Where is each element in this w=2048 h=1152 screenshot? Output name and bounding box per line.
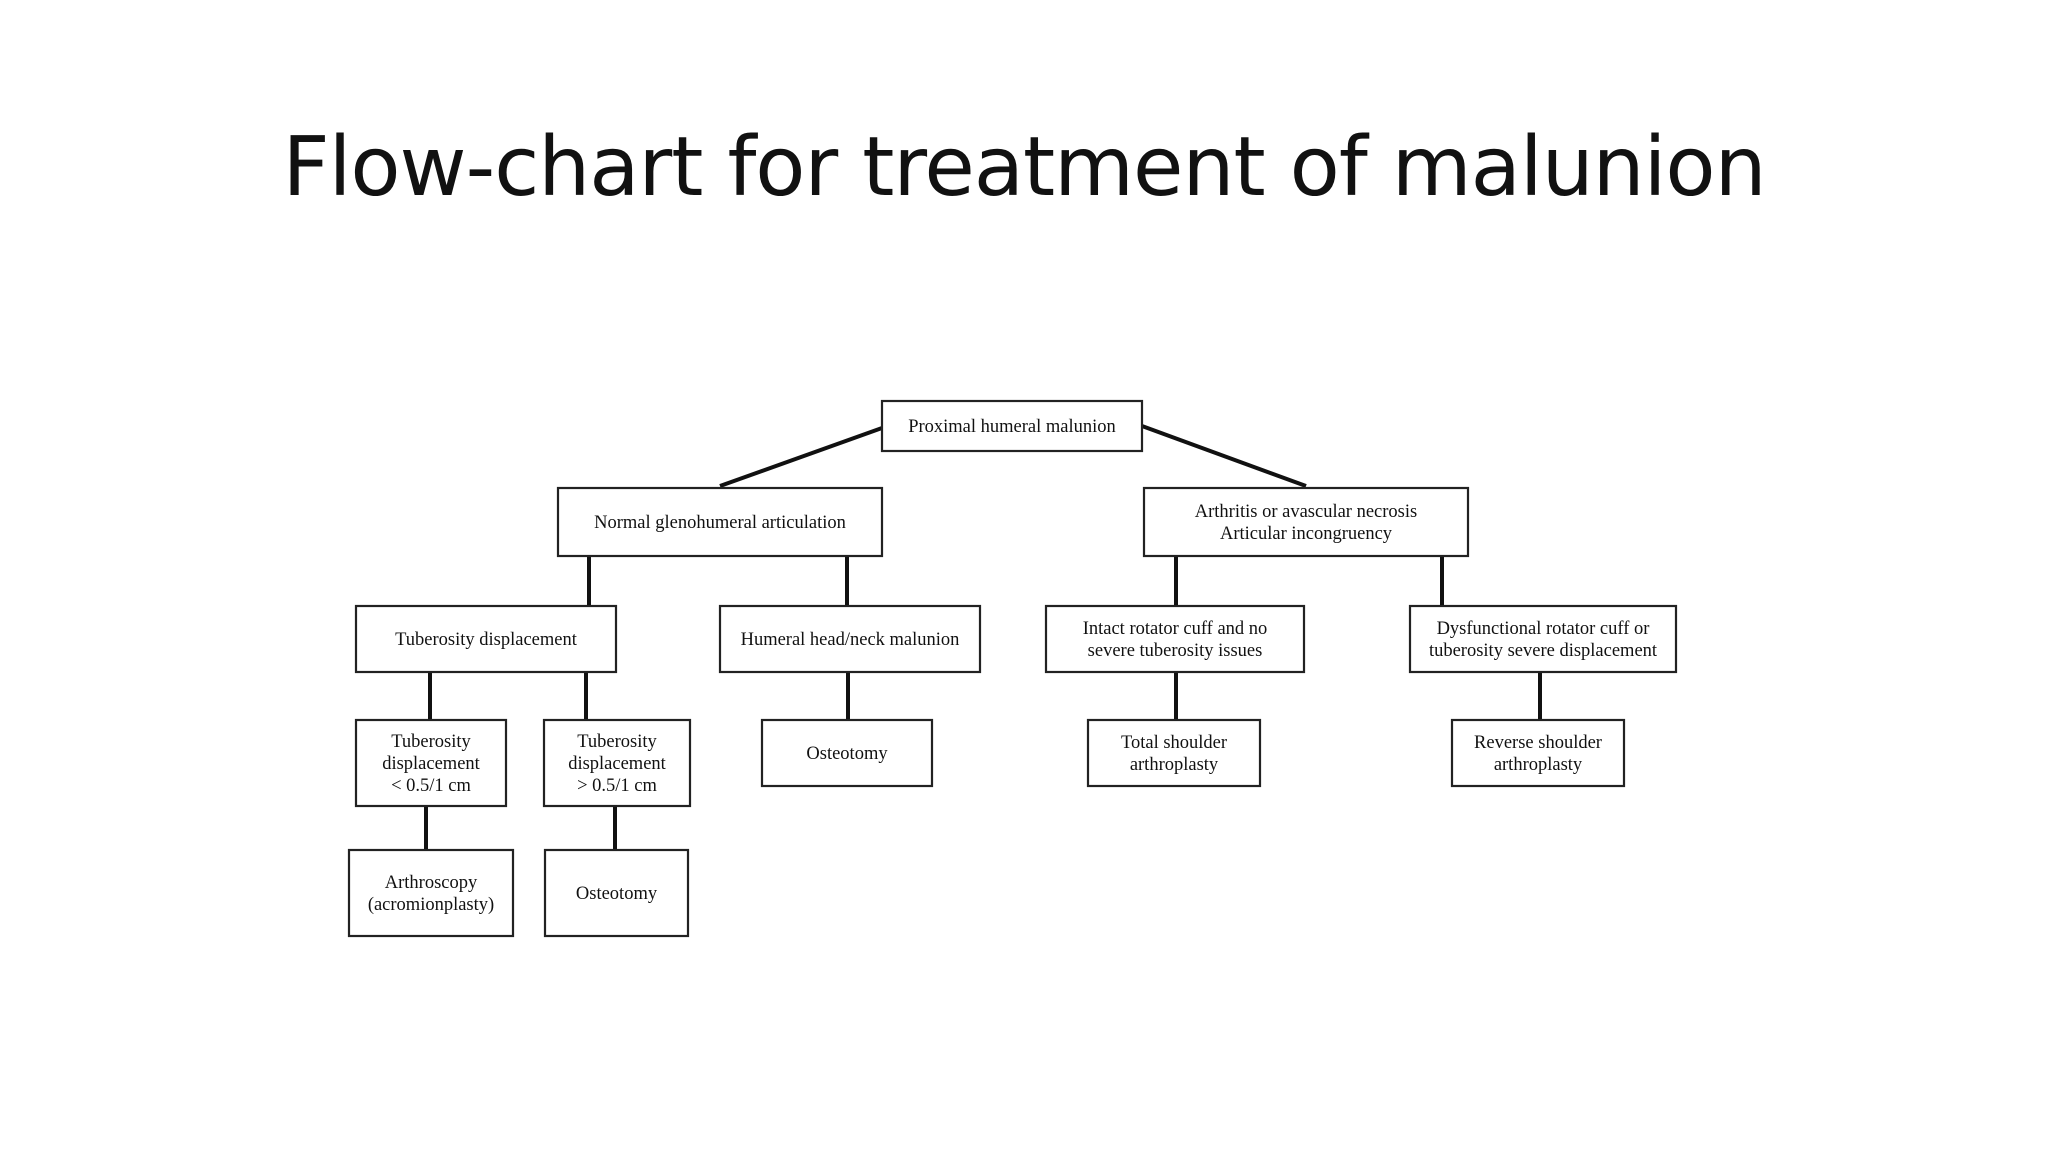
node-normal-gh: Normal glenohumeral articulation <box>556 486 884 558</box>
node-label: Tuberosity <box>391 732 471 752</box>
node-label: > 0.5/1 cm <box>577 776 657 796</box>
node-box <box>354 604 618 674</box>
node-head-neck: Humeral head/neck malunion <box>718 604 982 674</box>
node-osteotomy-tub: Osteotomy <box>543 848 690 938</box>
slide-title: Flow-chart for treatment of malunion <box>282 120 1766 215</box>
node-label: Intact rotator cuff and no <box>1083 619 1268 639</box>
node-osteotomy-head: Osteotomy <box>760 718 934 788</box>
node-box <box>543 848 690 938</box>
node-label: Dysfunctional rotator cuff or <box>1437 619 1650 639</box>
node-root: Proximal humeral malunion <box>880 399 1144 453</box>
node-label: Tuberosity <box>577 732 657 752</box>
node-box <box>880 399 1144 453</box>
node-label: arthroplasty <box>1130 755 1219 775</box>
node-label: Normal glenohumeral articulation <box>594 513 846 533</box>
node-dysfunctional-cuff: Dysfunctional rotator cuff ortuberosity … <box>1408 604 1678 674</box>
node-label: < 0.5/1 cm <box>391 776 471 796</box>
node-label: Proximal humeral malunion <box>908 417 1116 437</box>
connector-line-1 <box>719 426 883 488</box>
node-arthroscopy: Arthroscopy(acromionplasty) <box>347 848 515 938</box>
node-box <box>1086 718 1262 788</box>
node-tuberosity-disp: Tuberosity displacement <box>354 604 618 674</box>
node-label: Arthroscopy <box>385 873 478 893</box>
node-label: Humeral head/neck malunion <box>741 630 960 650</box>
node-label: Total shoulder <box>1121 733 1227 753</box>
connector-line-2 <box>1141 424 1307 488</box>
node-label: (acromionplasty) <box>368 895 494 915</box>
node-label: Reverse shoulder <box>1474 733 1602 753</box>
node-label: Arthritis or avascular necrosis <box>1195 502 1417 522</box>
node-box <box>718 604 982 674</box>
node-arthritis: Arthritis or avascular necrosisArticular… <box>1142 486 1470 558</box>
node-box <box>1450 718 1626 788</box>
node-label: Osteotomy <box>576 884 658 904</box>
node-box <box>354 718 508 808</box>
node-label: displacement <box>568 754 666 774</box>
node-label: Tuberosity displacement <box>395 630 578 650</box>
node-label: Articular incongruency <box>1220 524 1393 544</box>
node-box <box>542 718 692 808</box>
node-box <box>760 718 934 788</box>
node-label: severe tuberosity issues <box>1088 641 1263 661</box>
node-box <box>1142 486 1470 558</box>
node-label: displacement <box>382 754 480 774</box>
node-label: arthroplasty <box>1494 755 1583 775</box>
node-box <box>556 486 884 558</box>
node-box <box>1044 604 1306 674</box>
connectors <box>424 424 1542 850</box>
node-box <box>1408 604 1678 674</box>
node-label: tuberosity severe displacement <box>1429 641 1658 661</box>
node-box <box>347 848 515 938</box>
node-label: Osteotomy <box>806 744 888 764</box>
